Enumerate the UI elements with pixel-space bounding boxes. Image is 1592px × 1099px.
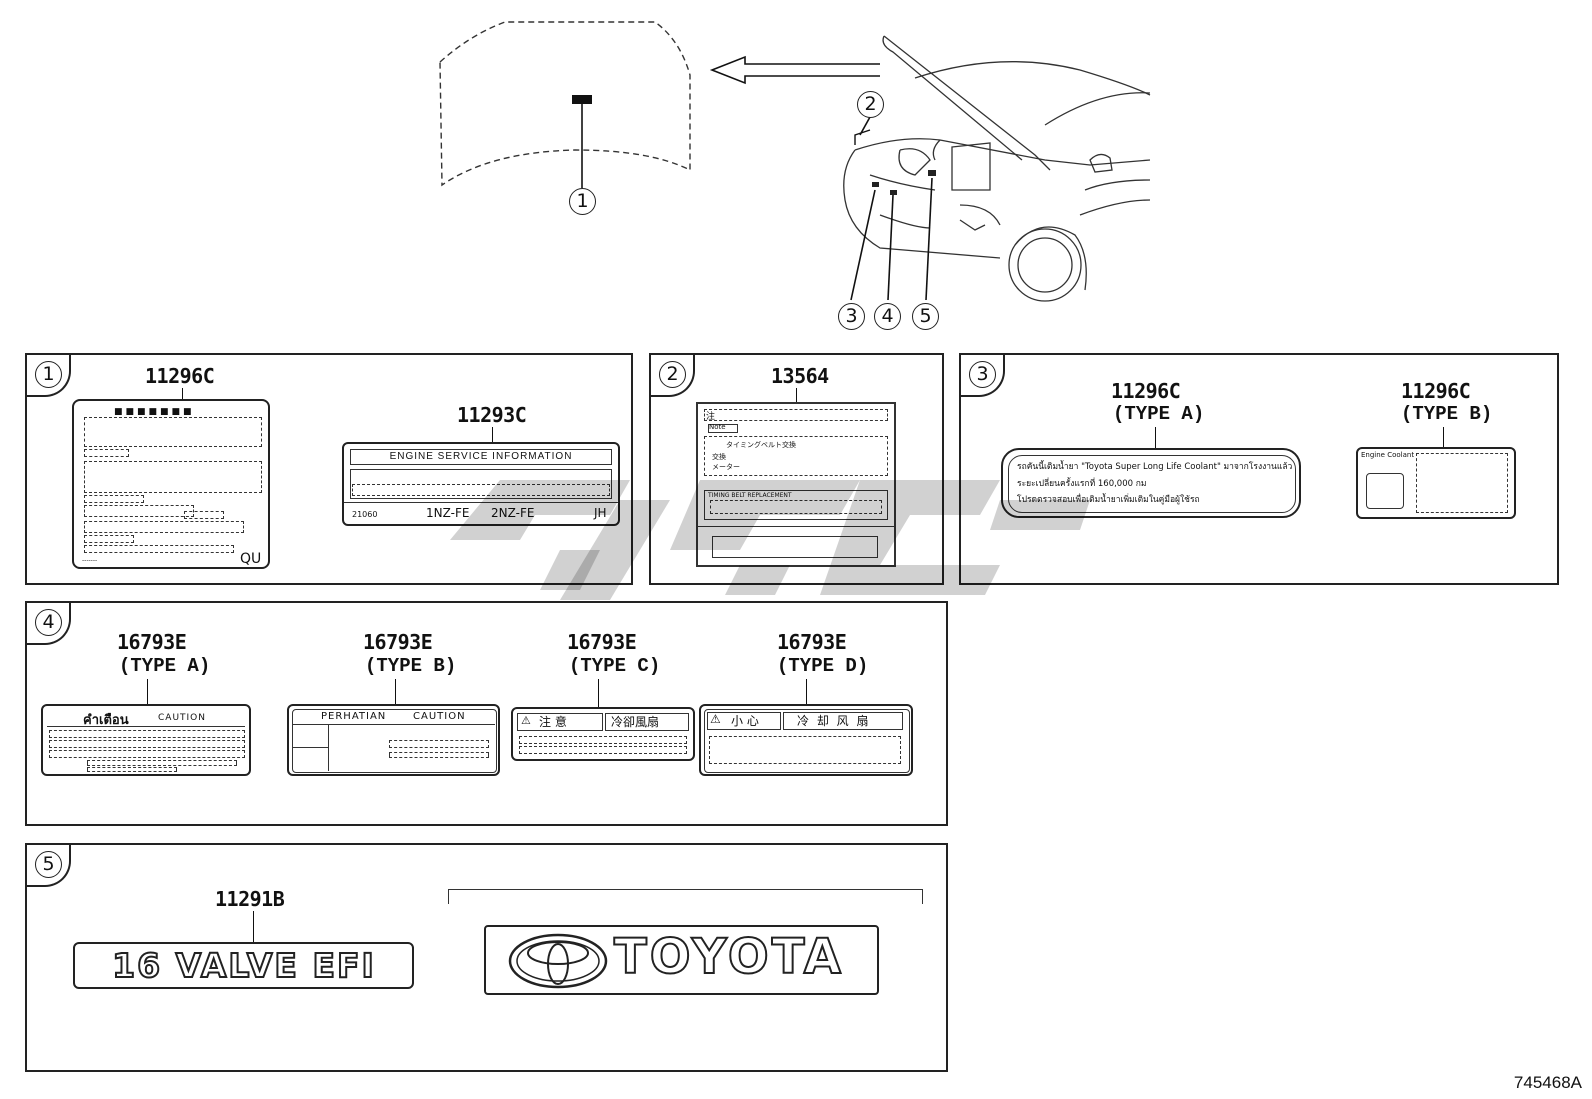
panel-corner	[649, 353, 695, 397]
emblem-text: 16 VALVE EFI	[111, 945, 376, 986]
caution-label-type-c: ⚠ 注 意 冷卻風扇	[511, 707, 695, 761]
label-head-left: PERHATIAN	[321, 711, 387, 722]
hood-and-car-illustration	[439, 21, 1151, 302]
thai-line-2: ระยะเปลี่ยนครั้งแรกที่ 160,000 กม	[1017, 479, 1147, 489]
label-11296c: ■■■■■■■ ------- QU	[72, 399, 270, 569]
label-head-right: 冷 却 风 扇	[797, 714, 871, 728]
label-head-right: 冷卻風扇	[611, 715, 660, 729]
label-head-left: คำเตือน	[83, 713, 129, 728]
engine-1: 1NZ-FE	[426, 506, 470, 520]
label-11293c: ENGINE SERVICE INFORMATION 21060 1NZ-FE …	[342, 442, 620, 526]
part-number: 16793E	[567, 630, 637, 654]
callout-5: 5	[912, 303, 939, 330]
callout-4: 4	[874, 303, 901, 330]
panel-1: 1 11296C ■■■■■■■ ------- QU 11293C ENGIN…	[25, 353, 633, 585]
type-label: (TYPE A)	[119, 655, 211, 677]
toyota-logo-icon	[508, 933, 608, 989]
panel-corner	[25, 353, 71, 397]
part-number: 16793E	[777, 630, 847, 654]
right-code: JH	[594, 506, 607, 520]
part-number: 16793E	[117, 630, 187, 654]
jp-row-2: メーター	[712, 463, 740, 471]
jp-row-1: 交換	[712, 453, 726, 461]
type-label: (TYPE C)	[569, 655, 661, 677]
engine-service-title: ENGINE SERVICE INFORMATION	[350, 449, 612, 465]
part-number: 11291B	[215, 887, 285, 911]
emblem-toyota: TOYOTA	[484, 925, 879, 995]
part-number: 11296C	[145, 364, 215, 388]
label-head-right: CAUTION	[158, 713, 206, 723]
coolant-bottle-icon	[1366, 473, 1404, 509]
type-label: (TYPE D)	[777, 655, 869, 677]
type-label: (TYPE B)	[365, 655, 457, 677]
panel-corner	[959, 353, 1005, 397]
warning-icon: ⚠	[710, 712, 721, 726]
callout-3: 3	[838, 303, 865, 330]
panel-2: 2 13564 注 Note タイミングベルト交換 交換 メーター TIMING…	[649, 353, 944, 585]
part-number: 16793E	[363, 630, 433, 654]
callout-2: 2	[857, 91, 884, 118]
caution-label-type-a: คำเตือน CAUTION	[41, 704, 251, 776]
panel-badge: 1	[35, 361, 62, 388]
label-11296c-type-b: Engine Coolant	[1356, 447, 1516, 519]
panel-badge: 3	[969, 361, 996, 388]
left-code: 21060	[352, 510, 378, 519]
caution-label-type-d: ⚠ 小 心 冷 却 风 扇	[699, 704, 913, 776]
panel-badge: 4	[35, 609, 62, 636]
label-code: QU	[240, 551, 262, 567]
type-label: (TYPE A)	[1113, 403, 1205, 425]
hood-outline	[439, 21, 691, 187]
panel-4: 4 16793E (TYPE A) คำเตือน CAUTION 16793E…	[25, 601, 948, 826]
label-head-left: 小 心	[731, 714, 759, 728]
watermark-logo	[450, 480, 1090, 600]
panel-5: 5 11291B 16 VALVE EFI TOYOTA	[25, 843, 948, 1072]
toyota-wordmark: TOYOTA	[613, 928, 844, 986]
emblem-16-valve-efi: 16 VALVE EFI	[73, 942, 414, 989]
panel-corner	[25, 843, 71, 887]
direction-arrow	[709, 55, 880, 85]
label-11296c-type-a: รถคันนี้เติมน้ำยา "Toyota Super Long Lif…	[1001, 448, 1301, 518]
type-label: (TYPE B)	[1401, 403, 1493, 425]
panel-corner	[25, 601, 71, 645]
panel-3: 3 11296C (TYPE A) รถคันนี้เติมน้ำยา "Toy…	[959, 353, 1559, 585]
warning-icon: ⚠	[521, 714, 531, 727]
label-head-left: 注 意	[539, 715, 567, 729]
note-text: Note	[709, 423, 726, 431]
engine-2: 2NZ-FE	[491, 506, 535, 520]
timing-belt-text: TIMING BELT REPLACEMENT	[708, 492, 792, 499]
label-13564: 注 Note タイミングベルト交換 交換 メーター TIMING BELT RE…	[696, 402, 896, 567]
part-number: 11296C	[1401, 379, 1471, 403]
label-head-right: CAUTION	[413, 711, 466, 722]
part-number: 11293C	[457, 403, 527, 427]
thai-line-3: โปรดตรวจสอบเพื่อเติมน้ำยาเพิ่มเติมในคู่ม…	[1017, 495, 1200, 505]
part-number: 13564	[771, 364, 829, 388]
caution-label-type-b: PERHATIAN CAUTION	[287, 704, 500, 776]
part-number: 11296C	[1111, 379, 1181, 403]
figure-code: 745468A	[1513, 1073, 1582, 1092]
panel-badge: 2	[659, 361, 686, 388]
jp-heading: タイミングベルト交換	[726, 441, 796, 449]
coolant-text: Engine Coolant	[1361, 451, 1415, 459]
callout-1: 1	[569, 188, 596, 215]
panel-badge: 5	[35, 851, 62, 878]
hood-label-marker	[572, 95, 592, 104]
thai-line-1: รถคันนี้เติมน้ำยา "Toyota Super Long Lif…	[1017, 462, 1293, 472]
